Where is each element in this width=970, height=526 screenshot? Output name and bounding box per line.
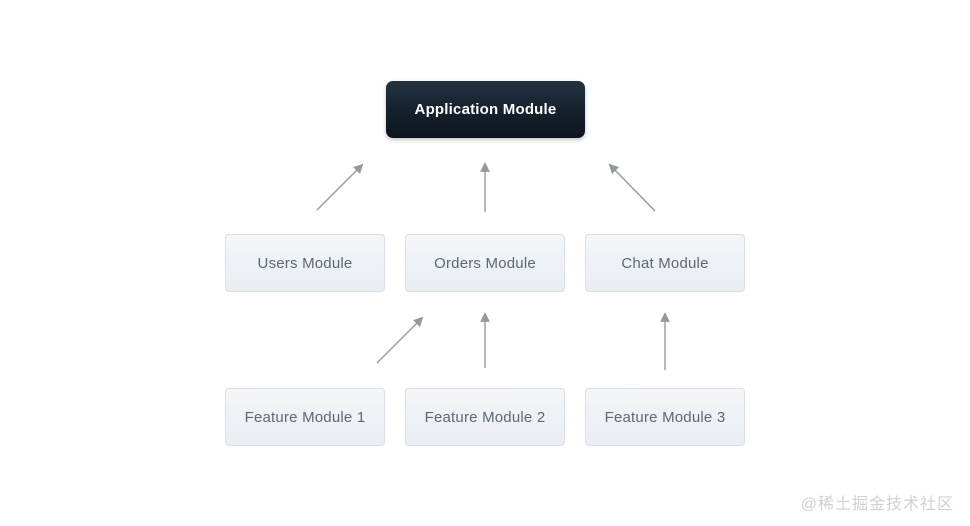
- node-application-module: Application Module: [386, 81, 585, 138]
- node-label: Users Module: [257, 254, 353, 272]
- node-orders-module: Orders Module: [405, 234, 565, 292]
- node-users-module: Users Module: [225, 234, 385, 292]
- watermark: @稀土掘金技术社区: [800, 496, 954, 513]
- node-label: Chat Module: [621, 254, 709, 272]
- node-label: Orders Module: [434, 254, 536, 272]
- node-feature-module-3: Feature Module 3: [585, 388, 745, 446]
- node-feature-module-2: Feature Module 2: [405, 388, 565, 446]
- node-label: Feature Module 1: [244, 408, 366, 426]
- node-feature-module-1: Feature Module 1: [225, 388, 385, 446]
- node-label: Feature Module 2: [424, 408, 546, 426]
- node-chat-module: Chat Module: [585, 234, 745, 292]
- arrow-users-to-application: [316, 163, 364, 211]
- arrow-feature1-to-orders: [376, 316, 424, 364]
- node-label: Application Module: [414, 101, 557, 118]
- arrow-chat-to-application: [608, 163, 656, 212]
- node-label: Feature Module 3: [604, 408, 726, 426]
